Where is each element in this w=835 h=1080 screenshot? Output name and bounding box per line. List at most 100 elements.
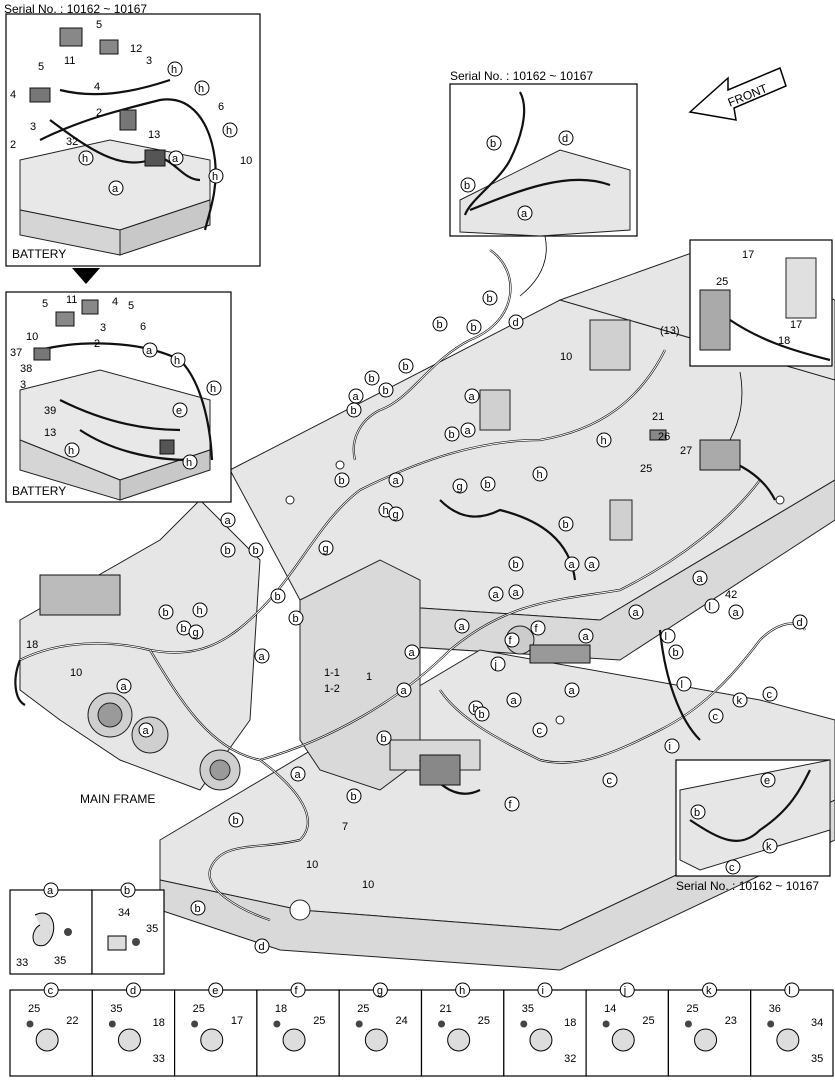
detail-id-k: k <box>706 985 712 997</box>
main-callout-letter: a <box>583 631 590 643</box>
bp2-part-10: 3 <box>20 379 26 391</box>
main-callout-letter: f <box>535 623 539 635</box>
main-callout-g: g <box>388 506 404 522</box>
main-callout-letter: g <box>323 543 329 555</box>
battery-panel-2-label: BATTERY <box>12 484 66 498</box>
detail-row-top: a b 33 35 34 35 <box>9 882 165 975</box>
detail-id-d: d <box>130 985 136 997</box>
harness-connectors <box>39 429 741 786</box>
main-callout-letter: a <box>493 589 500 601</box>
main-callout-a: a <box>460 422 476 438</box>
main-callout-a: a <box>454 618 470 634</box>
main-callout-letter: a <box>409 647 416 659</box>
svg-text:d: d <box>562 133 568 145</box>
main-part-2: 21 <box>652 411 664 423</box>
battery-panel-2-callouts: a h e h h h <box>64 342 222 470</box>
bp1-part-6: 4 <box>10 89 16 101</box>
detail-h-part: 25 <box>478 1015 490 1027</box>
bolt-icon <box>767 1020 775 1028</box>
main-callout-a: a <box>388 472 404 488</box>
main-callout-a: a <box>728 604 744 620</box>
battery-panel-2-part-numbers: 5 11 4 5 10 3 2 6 37 38 3 39 13 <box>10 294 146 439</box>
svg-text:h: h <box>210 383 216 395</box>
svg-text:a: a <box>521 208 528 220</box>
bp2-part-9: 38 <box>20 363 32 375</box>
main-callout-b: b <box>376 730 392 746</box>
main-callout-b: b <box>346 402 362 418</box>
main-callout-a: a <box>488 586 504 602</box>
main-callout-l: l <box>676 676 692 692</box>
bolt-icon <box>684 1020 692 1028</box>
bp1-part-7: 2 <box>96 107 102 119</box>
svg-text:a: a <box>172 153 179 165</box>
detail-id-c: c <box>48 985 54 997</box>
main-callout-a: a <box>254 648 270 664</box>
bp2-part-8: 37 <box>10 347 22 359</box>
main-callout-b: b <box>466 319 482 335</box>
bp2-part-1: 11 <box>66 294 77 306</box>
battery-panel-2: BATTERY <box>5 291 232 503</box>
clamp-icon <box>200 1028 224 1052</box>
main-callout-letter: d <box>259 941 265 953</box>
main-callout-g: g <box>318 540 334 556</box>
bp2-part-3: 5 <box>128 300 134 312</box>
main-callout-a: a <box>584 556 600 572</box>
detail-g-part: 25 <box>357 1003 369 1015</box>
detail-c-part: 22 <box>66 1015 78 1027</box>
svg-text:b: b <box>490 138 496 150</box>
bp1-part-0: 5 <box>96 19 102 31</box>
main-callout-a: a <box>348 388 364 404</box>
main-part-4: 27 <box>680 445 692 457</box>
bp2-part-5: 3 <box>100 322 106 334</box>
main-callout-b: b <box>398 358 414 374</box>
main-callout-letter: a <box>393 475 400 487</box>
main-callout-letter: l <box>665 631 667 643</box>
ir-part-1: 25 <box>716 276 728 288</box>
main-callout-letter: b <box>351 405 357 417</box>
main-callout-letter: a <box>733 607 740 619</box>
main-callout-letter: h <box>383 505 389 517</box>
main-callout-letter: l <box>709 601 711 613</box>
main-part-5: 25 <box>640 463 652 475</box>
main-part-13: 10 <box>306 859 318 871</box>
main-callout-b: b <box>288 610 304 626</box>
main-callout-b: b <box>508 556 524 572</box>
inset-top: b d b a <box>449 83 638 237</box>
main-callout-b: b <box>444 426 460 442</box>
main-callout-letter: a <box>697 573 704 585</box>
detail-j-part: 14 <box>604 1003 616 1015</box>
main-callout-letter: i <box>669 741 671 753</box>
main-callout-letter: b <box>181 623 187 635</box>
main-callout-letter: a <box>353 391 360 403</box>
detail-id-f: f <box>295 985 299 997</box>
bp1-part-8: 6 <box>218 101 224 113</box>
bp2-part-7: 6 <box>140 321 146 333</box>
inset-bottom-right-serial: Serial No. : 10162 ~ 10167 <box>676 879 819 893</box>
main-callout-letter: b <box>275 591 281 603</box>
clamp-icon <box>776 1028 800 1052</box>
main-callout-letter: b <box>381 733 387 745</box>
main-callout-letter: b <box>383 385 389 397</box>
front-arrow: FRONT <box>688 66 787 121</box>
main-part-12: 7 <box>342 821 348 833</box>
inset-top-pointer <box>519 235 547 297</box>
ir-part-3: 18 <box>778 335 790 347</box>
detail-i-part: 18 <box>564 1017 576 1029</box>
main-callout-a: a <box>116 678 132 694</box>
detail-b-part-1: 35 <box>146 923 158 935</box>
main-callout-b: b <box>248 542 264 558</box>
detail-id-e: e <box>212 985 218 997</box>
clamp-icon <box>611 1028 635 1052</box>
main-callout-letter: c <box>537 725 543 737</box>
main-callout-letter: b <box>563 519 569 531</box>
main-callout-letter: b <box>369 373 375 385</box>
detail-i-part: 35 <box>522 1003 534 1015</box>
inset-right-part-numbers: 17 25 17 18 <box>716 249 802 347</box>
detail-g-part: 24 <box>396 1015 408 1027</box>
bp2-part-11: 39 <box>44 405 56 417</box>
